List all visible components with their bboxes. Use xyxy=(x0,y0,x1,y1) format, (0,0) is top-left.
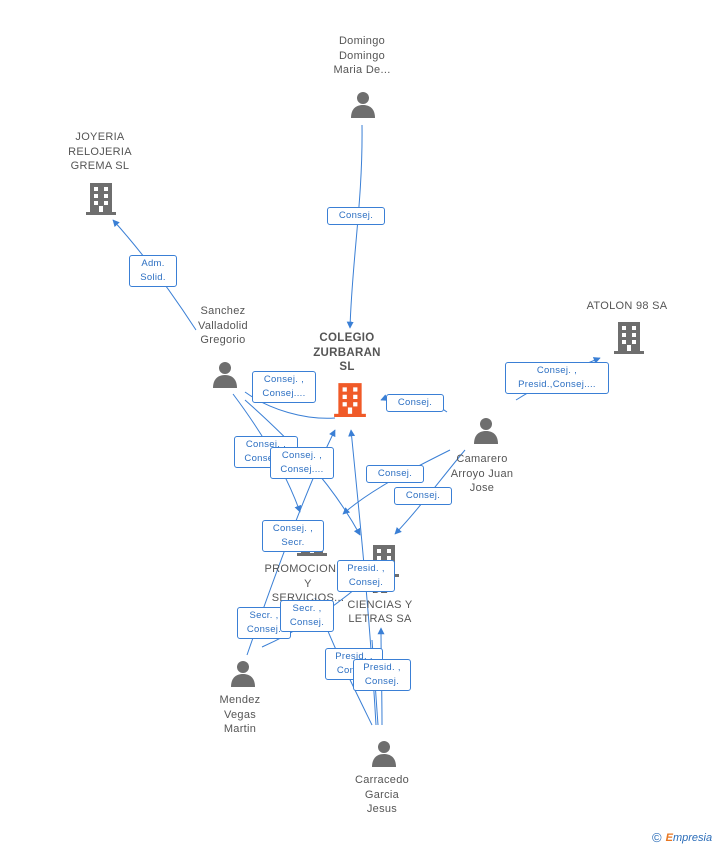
edge-label[interactable]: Consej. , Consej.... xyxy=(234,436,298,468)
edge-label[interactable]: Consej. xyxy=(386,394,444,412)
node-label-domingo[interactable]: Domingo Domingo Maria De... xyxy=(333,35,391,76)
node-label-sanchez[interactable]: Sanchez Valladolid Gregorio xyxy=(198,305,248,346)
person-icon[interactable] xyxy=(370,739,398,767)
person-icon[interactable] xyxy=(211,360,239,388)
edge-label[interactable]: Consej. , Consej.... xyxy=(270,447,334,479)
edge-domingo-colegio xyxy=(346,124,363,329)
person-icon[interactable] xyxy=(349,90,377,118)
edge-label[interactable]: Presid. , Consej. xyxy=(337,560,395,592)
person-icon[interactable] xyxy=(229,659,257,687)
building-icon[interactable] xyxy=(334,381,366,417)
node-label-mendez[interactable]: Mendez Vegas Martin xyxy=(219,694,261,735)
edge-label[interactable]: Adm. Solid. xyxy=(129,255,177,287)
footer-brand: ©Empresia xyxy=(652,830,712,845)
edge-label[interactable]: Consej. xyxy=(327,207,385,225)
building-icon[interactable] xyxy=(86,181,116,215)
building-icon[interactable] xyxy=(614,320,644,354)
node-label-joyeria[interactable]: JOYERIA RELOJERIA GREMA SL xyxy=(68,131,132,172)
copyright-icon: © xyxy=(652,830,662,845)
edge-label[interactable]: Consej. , Presid.,Consej.... xyxy=(505,362,609,394)
node-label-ciencias[interactable]: DE CIENCIAS Y LETRAS SA xyxy=(347,584,413,625)
brand-name: mpresia xyxy=(672,832,713,844)
node-label-colegio[interactable]: COLEGIO ZURBARAN SL xyxy=(313,332,381,373)
edge-label[interactable]: Consej. , Consej.... xyxy=(252,371,316,403)
edge-label[interactable]: Consej. , Secr. xyxy=(262,520,324,552)
person-icon[interactable] xyxy=(472,416,500,444)
edge-label[interactable]: Consej. xyxy=(366,465,424,483)
node-label-carracedo[interactable]: Carracedo Garcia Jesus xyxy=(354,774,410,815)
edge-label[interactable]: Secr. , Consej. xyxy=(280,600,334,632)
edge-label[interactable]: Consej. xyxy=(394,487,452,505)
brand-initial: E xyxy=(665,832,673,844)
node-label-camarero[interactable]: Camarero Arroyo Juan Jose xyxy=(450,453,514,494)
node-label-atolon[interactable]: ATOLON 98 SA xyxy=(586,300,668,312)
edge-label[interactable]: Presid. , Consej. xyxy=(353,659,411,691)
